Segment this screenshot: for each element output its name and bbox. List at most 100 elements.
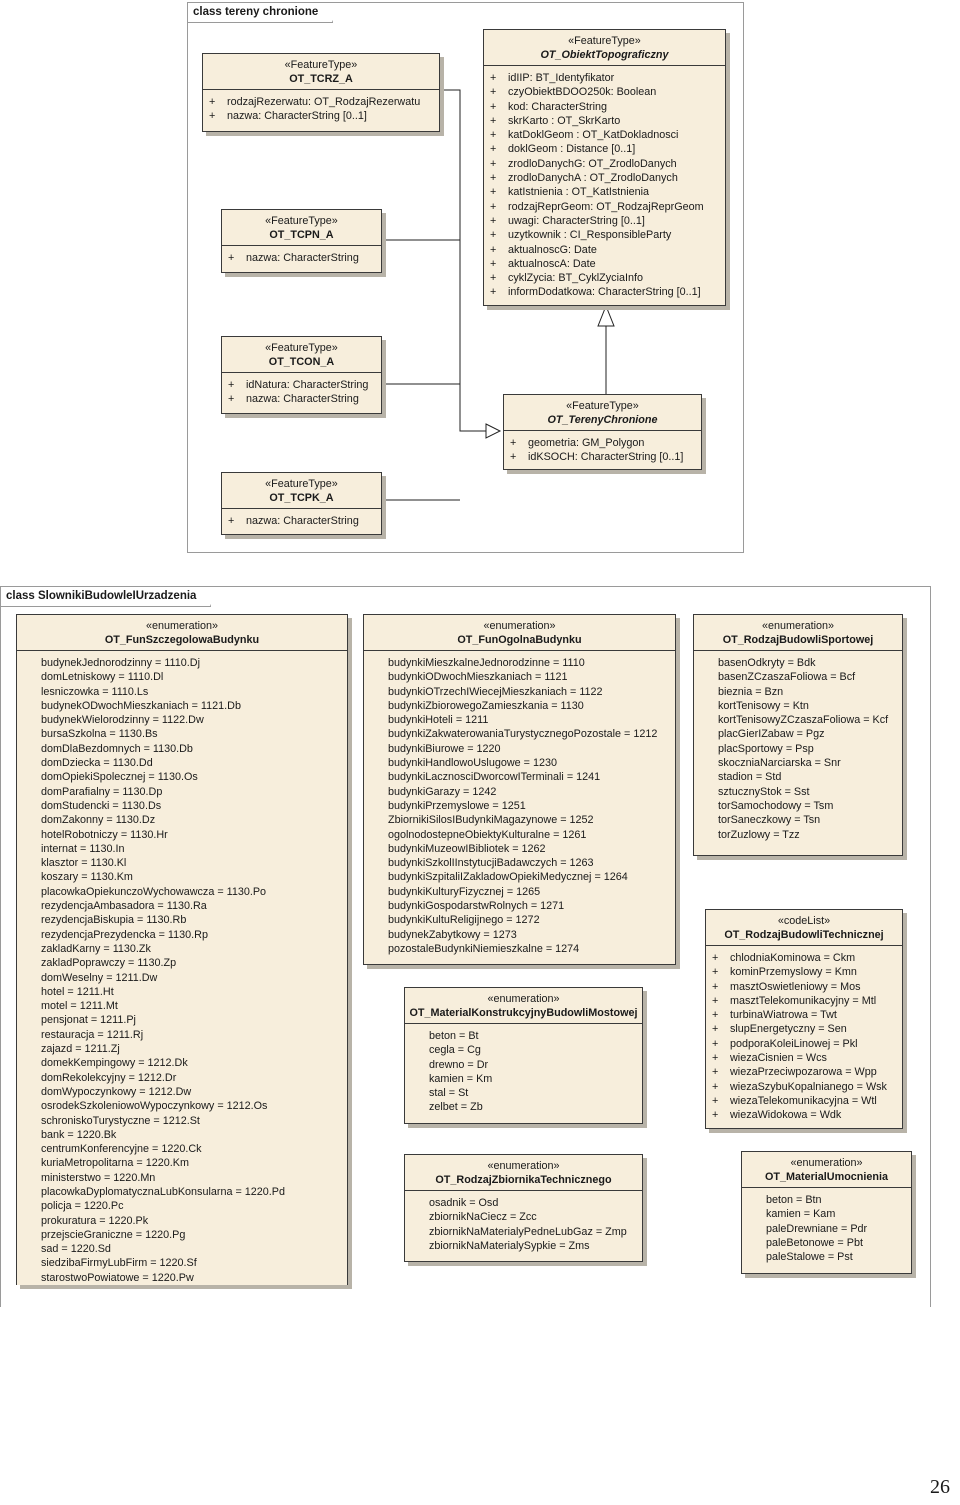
codelist-attribute: +masztOswietleniowy = Mos: [712, 980, 861, 993]
class-attribute: +aktualnoscA: Date: [490, 257, 596, 270]
enum-literal: rezydencjaAmbasadora = 1130.Ra: [41, 900, 207, 913]
class-name: OT_TCRZ_A: [289, 73, 353, 85]
class-attribute: +idIIP: BT_Identyfikator: [490, 72, 615, 84]
enum-literal: domWypoczynkowy = 1212.Dw: [41, 1085, 192, 1098]
codelist-attribute: +turbinaWiatrowa = Twt: [712, 1009, 837, 1022]
enum-literal: budynkiZakwaterowaniaTurystycznegoPozost…: [388, 728, 658, 741]
enum-ot-rodzaj-zbiornika-technicznego[interactable]: «enumeration» OT_RodzajZbiornikaTechnicz…: [404, 1154, 643, 1262]
class-attributes: +geometria: GM_Polygon +idKSOCH: Charact…: [504, 430, 701, 469]
enum-literal: budynkiPrzemyslowe = 1251: [388, 799, 526, 812]
enum-literal: bank = 1220.Bk: [41, 1128, 117, 1141]
enum-literal: bieznia = Bzn: [718, 685, 784, 698]
codelist-attribute: +wiezaPrzeciwpozarowa = Wpp: [712, 1066, 877, 1079]
enum-stereotype: «enumeration»: [487, 1160, 560, 1172]
enum-literal: kamien = Kam: [766, 1208, 836, 1221]
class-attributes: +idIIP: BT_Identyfikator +czyObiektBDOO2…: [484, 65, 725, 304]
enum-literal: paleDrewniane = Pdr: [766, 1222, 868, 1235]
enum-literal: skoczniaNarciarska = Snr: [718, 757, 841, 770]
enum-literal: zakladKarny = 1130.Zk: [41, 942, 151, 955]
class-ot-tcrz-a[interactable]: «FeatureType» OT_TCRZ_A +rodzajRezerwatu…: [202, 53, 440, 132]
enum-literal: torSamochodowy = Tsm: [718, 799, 834, 812]
enum-literal: stadion = Std: [718, 771, 782, 784]
enum-literal: hotelRobotniczy = 1130.Hr: [41, 828, 168, 841]
class-name: OT_TCON_A: [268, 356, 335, 368]
enum-literal: budynkiMieszkalneJednorodzinne = 1110: [388, 657, 585, 669]
enum-literal: rezydencjaBiskupia = 1130.Rb: [41, 914, 187, 927]
class-stereotype: «FeatureType»: [265, 215, 338, 227]
enum-stereotype: «enumeration»: [790, 1157, 863, 1169]
enum-literal: basenOdkryty = Bdk: [718, 657, 816, 669]
codelist-attribute: +wiezaTelekomunikacyjna = Wtl: [712, 1094, 877, 1107]
enum-name: OT_MaterialUmocnienia: [765, 1171, 888, 1183]
codelist-attribute: +wiezaSzybuKopalnianego = Wsk: [712, 1080, 887, 1093]
enum-literal: budynkiODwochMieszkaniach = 1121: [388, 671, 568, 684]
enum-literal: hotel = 1211.Ht: [41, 985, 114, 998]
enum-literal: kuriaMetropolitarna = 1220.Km: [41, 1157, 189, 1170]
class-attribute: +nazwa: CharacterString: [228, 252, 359, 264]
enum-stereotype: «enumeration»: [483, 620, 556, 632]
codelist-stereotype: «codeList»: [777, 915, 831, 927]
enum-literal: centrumKonferencyjne = 1220.Ck: [41, 1143, 202, 1156]
enum-literal: przejscieGraniczne = 1220.Pg: [41, 1228, 186, 1241]
class-name: OT_TCPN_A: [269, 229, 334, 241]
enum-stereotype: «enumeration»: [487, 993, 560, 1005]
enum-literal: zbiornikNaCiecz = Zcc: [429, 1211, 537, 1224]
enum-literal: beton = Bt: [429, 1030, 479, 1042]
enum-literal: budynkiSzkolIInstytucjiBadawczych = 1263: [388, 857, 594, 870]
class-attribute: +idNatura: CharacterString: [228, 379, 369, 391]
codelist-ot-rodzaj-budowli-technicznej[interactable]: «codeList» OT_RodzajBudowliTechnicznej +…: [705, 909, 903, 1129]
enum-literal: budynkiBiurowe = 1220: [388, 742, 501, 755]
enum-name: OT_RodzajBudowliSportowej: [722, 634, 874, 646]
enum-literal: placowkaDyplomatycznaLubKonsularna = 122…: [41, 1185, 285, 1198]
enum-literal: domStudencki = 1130.Ds: [41, 799, 162, 812]
class-ot-tcpk-a[interactable]: «FeatureType» OT_TCPK_A +nazwa: Characte…: [221, 472, 382, 535]
enum-literal: klasztor = 1130.Kl: [41, 857, 127, 870]
enum-literal: sad = 1220.Sd: [41, 1243, 111, 1256]
class-ot-obiekt-topograficzny[interactable]: «FeatureType» OT_ObiektTopograficzny +id…: [483, 29, 726, 306]
enum-literal: motel = 1211.Mt: [41, 1000, 118, 1013]
enum-literal: pozostaleBudynkiNiemieszkalne = 1274: [388, 942, 580, 955]
class-ot-tcon-a[interactable]: «FeatureType» OT_TCON_A +idNatura: Chara…: [221, 336, 382, 414]
enum-literal: domParafialny = 1130.Dp: [41, 785, 163, 798]
enum-literal: budynkiKulturyFizycznej = 1265: [388, 885, 541, 898]
class-attribute: +informDodatkowa: CharacterString [0..1]: [490, 286, 701, 299]
enum-ot-fun-szczegolowa-budynku[interactable]: «enumeration» OT_FunSzczegolowaBudynku b…: [16, 614, 348, 1285]
class-attribute: +idKSOCH: CharacterString [0..1]: [510, 451, 684, 464]
enum-ot-rodzaj-budowli-sportowej[interactable]: «enumeration» OT_RodzajBudowliSportowej …: [693, 614, 903, 856]
enum-ot-material-konstrukcyjny-budowli-mostowej[interactable]: «enumeration» OT_MaterialKonstrukcyjnyBu…: [404, 987, 643, 1124]
enum-literal: beton = Btn: [766, 1194, 822, 1206]
enum-literal: placSportowy = Psp: [718, 742, 814, 755]
enum-literal: domekKempingowy = 1212.Dk: [41, 1057, 188, 1070]
codelist-attribute: +masztTelekomunikacyjny = Mtl: [712, 994, 877, 1007]
enum-ot-material-umocnienia[interactable]: «enumeration» OT_MaterialUmocnienia beto…: [741, 1151, 912, 1274]
enum-literal: budynkiZbiorowegoZamieszkania = 1130: [388, 699, 584, 712]
enum-literal: schroniskoTurystyczne = 1212.St: [41, 1114, 200, 1127]
enum-literal: domDziecka = 1130.Dd: [41, 757, 153, 770]
class-attribute: +cyklZycia: BT_CyklZyciaInfo: [490, 272, 643, 285]
class-ot-tcpn-a[interactable]: «FeatureType» OT_TCPN_A +nazwa: Characte…: [221, 209, 382, 273]
codelist-attribute: +kominPrzemyslowy = Kmn: [712, 966, 857, 979]
enum-stereotype: «enumeration»: [761, 620, 835, 632]
class-attribute: +nazwa: CharacterString: [228, 515, 359, 527]
class-attribute: +kod: CharacterString: [490, 100, 608, 113]
enum-literal: budynkiHoteli = 1211: [388, 714, 489, 727]
codelist-attribute: +wiezaCisnien = Wcs: [712, 1052, 827, 1065]
enum-name: OT_RodzajZbiornikaTechnicznego: [435, 1174, 612, 1186]
enum-literal: ministerstwo = 1220.Mn: [41, 1171, 156, 1184]
enum-literals: beton = Btn kamien = Kam paleDrewniane =…: [742, 1187, 911, 1268]
enum-literal: budynkiGospodarstwRolnych = 1271: [388, 900, 565, 913]
class-attributes: +idNatura: CharacterString +nazwa: Chara…: [222, 372, 381, 411]
class-attribute: +katIstnienia : OT_KatIstnienia: [490, 186, 650, 199]
class-ot-tereny-chronione[interactable]: «FeatureType» OT_TerenyChronione +geomet…: [503, 394, 702, 470]
enum-literal: budynekZabytkowy = 1273: [388, 928, 517, 941]
class-attribute: +rodzajRezerwatu: OT_RodzajRezerwatu: [209, 96, 421, 108]
class-attribute: +uwagi: CharacterString [0..1]: [490, 214, 645, 227]
frame-label: class SlownikiBudowleIUrzadzenia: [1, 587, 220, 607]
enum-literal: kortTenisowy = Ktn: [718, 699, 809, 712]
enum-literal: budynekWielorodzinny = 1122.Dw: [41, 714, 204, 727]
enum-literal: koszary = 1130.Km: [41, 871, 133, 884]
class-attribute: +czyObiektBDOO250k: Boolean: [490, 86, 657, 99]
class-attribute: +nazwa: CharacterString: [228, 393, 359, 406]
enum-literal: osadnik = Osd: [429, 1197, 499, 1209]
enum-ot-fun-ogolna-budynku[interactable]: «enumeration» OT_FunOgolnaBudynku budynk…: [363, 614, 676, 965]
